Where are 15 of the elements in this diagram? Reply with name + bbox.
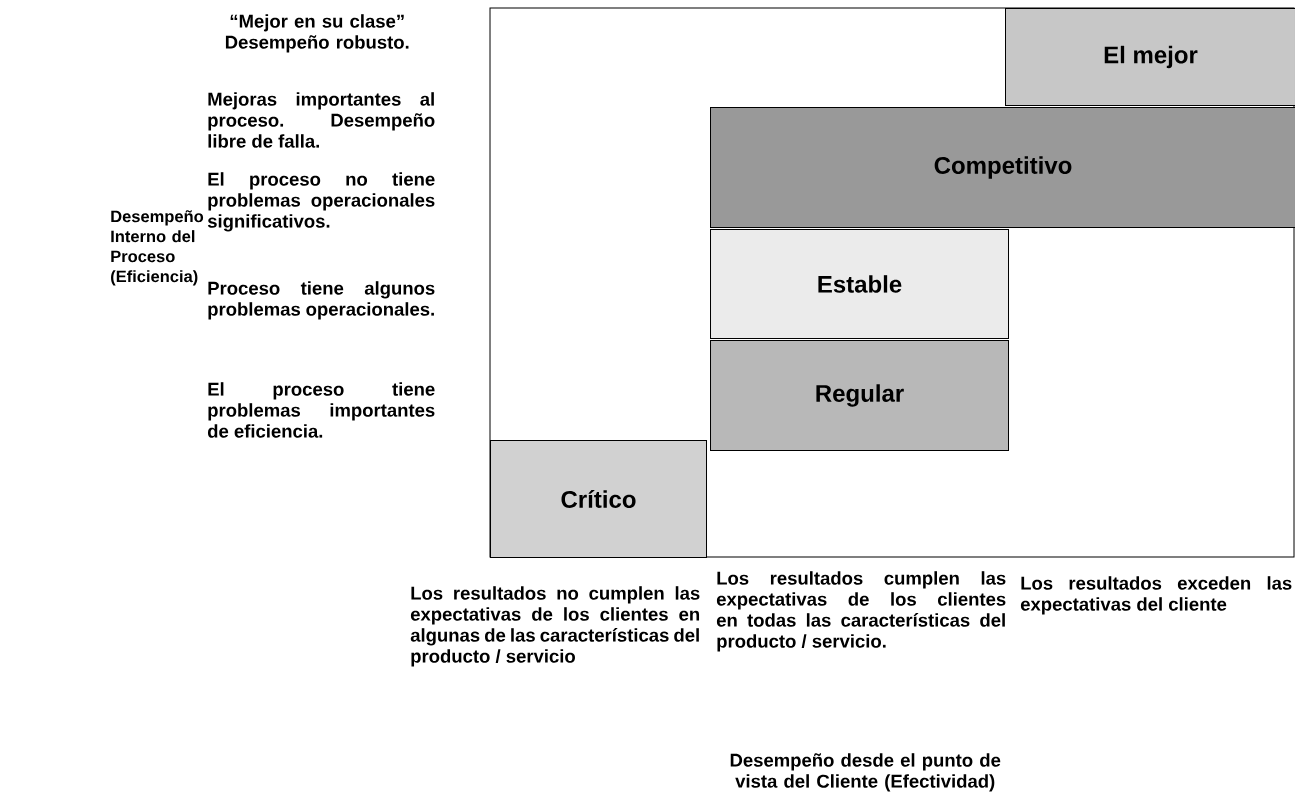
description-text: El proceso tiene problemas importantes de eficiencia. (207, 382, 435, 438)
description-text: El proceso no tiene problemas operacionales significativos. (207, 172, 435, 232)
description-text: Los resultados cumplen las expectativas de los clientes en todas las características del producto / servicio. (716, 571, 1006, 652)
performance-level-box: Regular (710, 340, 1009, 451)
axis-label: Desempeño desde el punto de vista del Cliente (Efectividad) (730, 753, 1001, 792)
description-text: Los resultados exceden las expectativas del cliente (1020, 576, 1292, 615)
performance-level-box: Estable (710, 229, 1009, 339)
description-text: “Mejor en su clase” Desempeño robusto. (225, 14, 409, 53)
performance-level-box: El mejor (1005, 8, 1295, 106)
performance-level-box: Crítico (490, 440, 707, 558)
axis-label: Desempeño Interno del Proceso (Eficiencia) (111, 210, 204, 286)
description-text: Mejoras importantes al proceso. Desempeño libre de falla. (208, 92, 435, 148)
description-text: Los resultados no cumplen las expectativas de los clientes en algunas de las características del producto / servicio (410, 586, 700, 667)
description-text: Proceso tiene algunos problemas operacionales. (208, 281, 435, 320)
performance-level-box: Competitivo (710, 107, 1295, 228)
